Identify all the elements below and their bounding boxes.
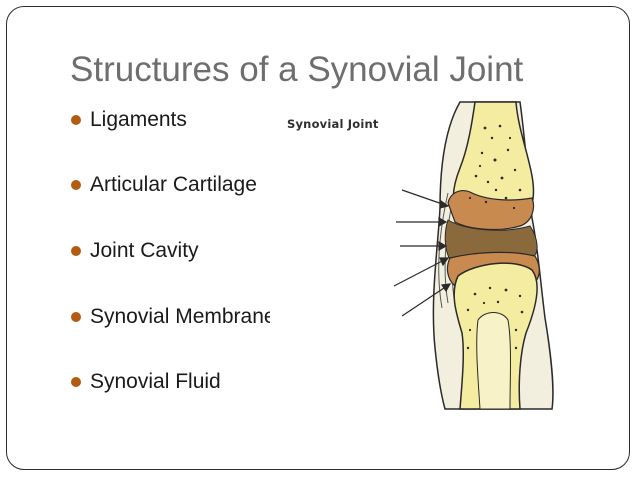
- bullet-item: Articular Cartilage: [70, 172, 257, 198]
- bullet-text: Synovial Membrane: [90, 305, 270, 328]
- label-pointer-arrows: [393, 189, 452, 317]
- bullet-text: Synovial Fluid: [90, 370, 221, 393]
- illustration-title: Synovial Joint: [287, 117, 379, 131]
- marrow-cavity: [476, 312, 511, 410]
- bullet-item: Ligaments: [70, 107, 187, 133]
- bullet-list: Ligaments Articular Cartilage Joint Cavi…: [70, 100, 270, 420]
- bullet-item: Synovial Fluid: [70, 369, 221, 395]
- joint-diagram: [393, 101, 554, 410]
- bullet-marker-icon: [71, 377, 81, 387]
- articular-cartilage-upper: [447, 190, 535, 231]
- bullet-text: Ligaments: [90, 108, 187, 131]
- spongy-bone-texture: [466, 124, 524, 350]
- slide-title: Structures of a Synovial Joint: [70, 50, 524, 89]
- bullet-marker-icon: [71, 312, 81, 322]
- bullet-text: Joint Cavity: [90, 239, 199, 262]
- bullet-marker-icon: [71, 115, 81, 125]
- bullet-marker-icon: [71, 180, 81, 190]
- bullet-text: Articular Cartilage: [90, 173, 257, 196]
- bullet-item: Synovial Membrane: [70, 304, 270, 330]
- bullet-marker-icon: [71, 246, 81, 256]
- bullet-item: Joint Cavity: [70, 238, 199, 264]
- synovial-joint-illustration: Synovial Joint: [270, 98, 570, 410]
